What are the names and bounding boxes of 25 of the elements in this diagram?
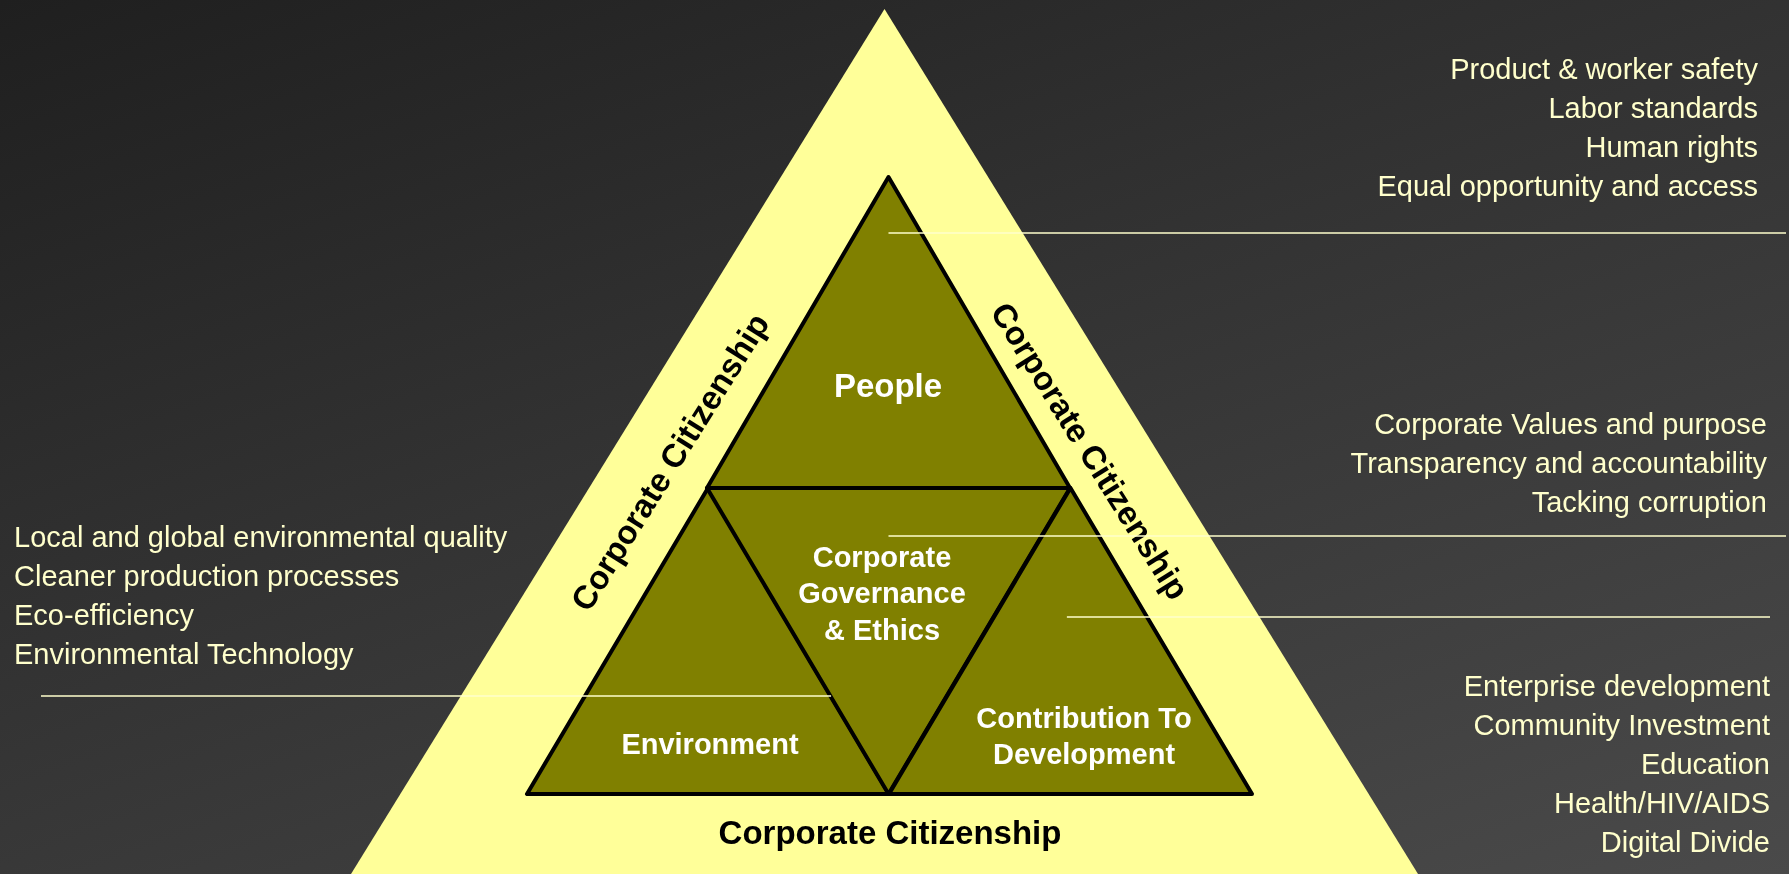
- list-item: Human rights: [1585, 130, 1758, 165]
- list-item: Equal opportunity and access: [1377, 169, 1758, 204]
- segment-label: People: [833, 366, 943, 407]
- segment-label: Corporate Governance & Ethics: [797, 539, 967, 648]
- leader-line: [887, 232, 1787, 234]
- leader-line: [887, 535, 1787, 537]
- list-item: Local and global environmental quality: [14, 520, 508, 555]
- list-item: Tacking corruption: [1531, 485, 1767, 520]
- list-item: Corporate Values and purpose: [1374, 407, 1767, 442]
- segment-label: Contribution To Development: [975, 700, 1193, 772]
- list-item: Environmental Technology: [14, 637, 354, 672]
- list-item: Cleaner production processes: [14, 559, 400, 594]
- list-item: Community Investment: [1473, 708, 1770, 743]
- leader-line: [1066, 616, 1771, 618]
- side-label: Corporate Citizenship: [718, 813, 1062, 854]
- list-item: Digital Divide: [1600, 825, 1770, 860]
- list-item: Product & worker safety: [1450, 52, 1758, 87]
- list-item: Labor standards: [1548, 91, 1758, 126]
- list-item: Transparency and accountability: [1350, 446, 1767, 481]
- list-item: Enterprise development: [1463, 669, 1770, 704]
- segment-label: Environment: [621, 726, 799, 762]
- list-item: Eco-efficiency: [14, 598, 194, 633]
- list-item: Education: [1641, 747, 1770, 782]
- leader-line: [40, 695, 832, 697]
- list-item: Health/HIV/AIDS: [1554, 786, 1770, 821]
